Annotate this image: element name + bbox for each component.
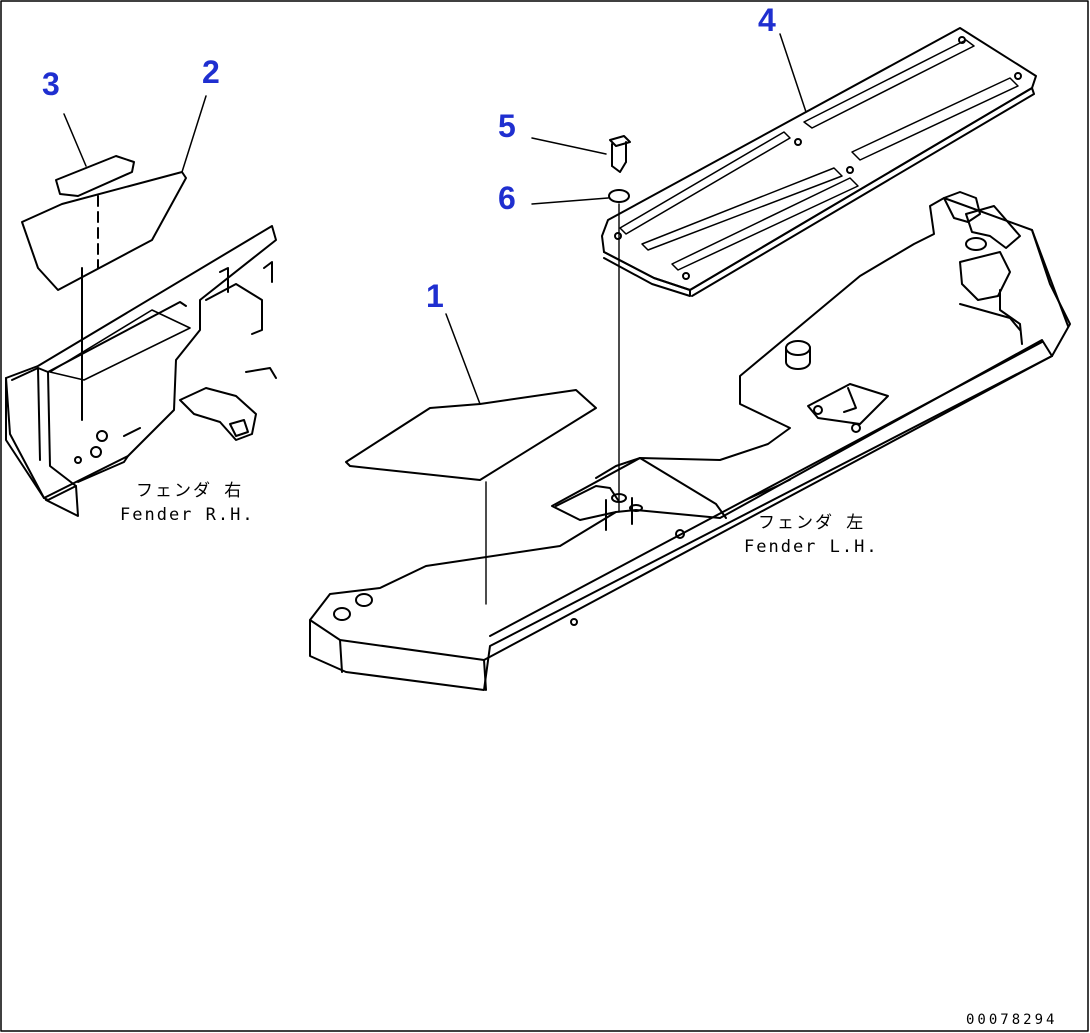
part-5-bolt: [609, 135, 631, 173]
fender-lh-body: [309, 339, 1053, 691]
caption-fender-lh-en: Fender L.H.: [744, 537, 879, 557]
caption-fender-lh-jp: フェンダ 左: [758, 513, 866, 533]
leader-3: [63, 113, 87, 167]
part-4-step: [601, 27, 1037, 291]
caption-fender-rh-jp: フェンダ 右: [136, 481, 244, 501]
leader-2: [181, 95, 207, 173]
leader-4: [779, 33, 807, 113]
callout-1: 1: [426, 278, 444, 314]
leader-6: [531, 197, 609, 205]
part-6-washer: [608, 189, 630, 203]
leader-5: [531, 137, 607, 155]
leader-1: [445, 313, 481, 405]
leader-lines: [63, 33, 807, 501]
callout-2: 2: [202, 54, 220, 90]
part-1-mat: [345, 389, 597, 481]
fender-rh-drawing: [5, 155, 277, 517]
callout-6: 6: [498, 180, 516, 216]
fender-rh-body: [5, 225, 277, 499]
fender-lh-drawing: [309, 27, 1071, 691]
part-2-mat: [21, 171, 187, 291]
caption-fender-rh-en: Fender R.H.: [120, 505, 255, 525]
callout-4: 4: [758, 2, 776, 38]
callout-5: 5: [498, 108, 516, 144]
document-number: 00078294: [966, 1012, 1058, 1028]
leader-fender-lh: [745, 479, 791, 501]
part-3-label: [55, 155, 135, 197]
callout-3: 3: [42, 66, 60, 102]
